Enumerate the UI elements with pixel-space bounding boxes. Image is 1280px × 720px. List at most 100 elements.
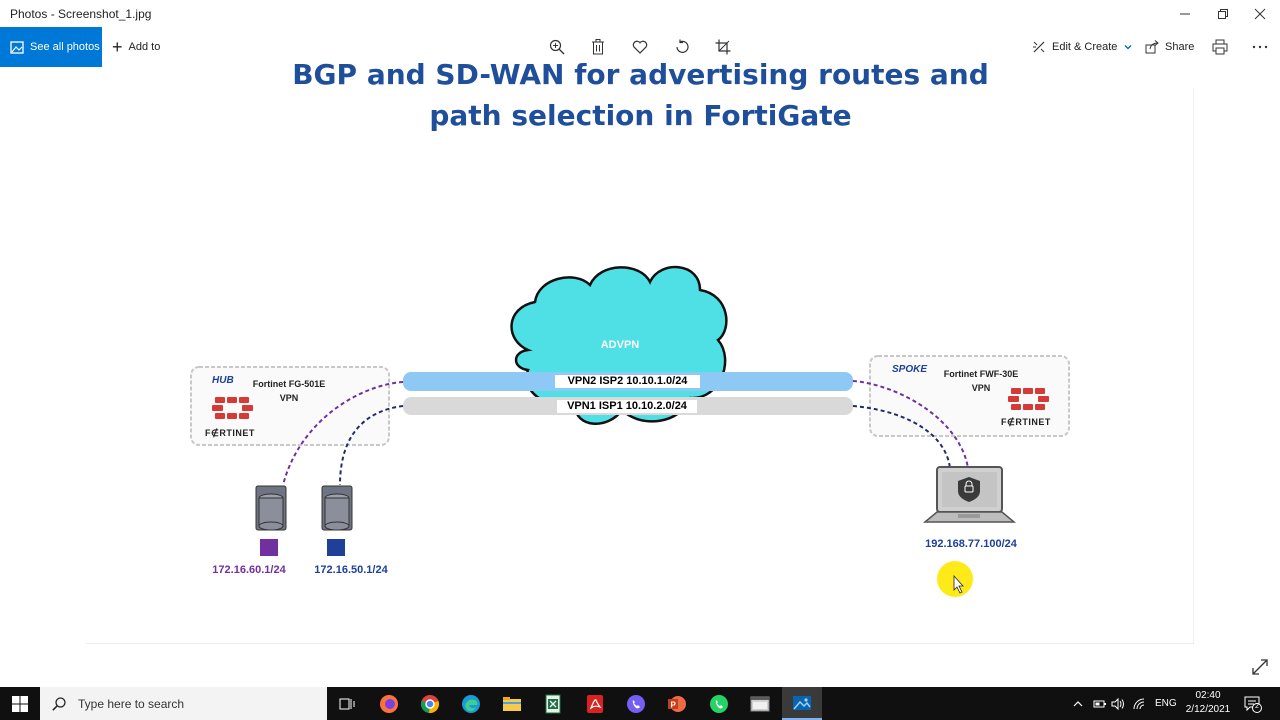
search-placeholder: Type here to search: [78, 696, 185, 711]
laptop-ip-label: 192.168.77.100/24: [925, 538, 1017, 550]
taskbar-whatsapp[interactable]: [699, 687, 739, 720]
zoom-in-button[interactable]: [547, 37, 567, 57]
spoke-to-vpn1-link: [852, 405, 951, 469]
action-center-button[interactable]: 2: [1244, 687, 1262, 720]
tunnel-vpn1-label: VPN1 ISP1 10.10.2.0/24: [557, 400, 697, 413]
spoke-to-vpn2-link: [852, 380, 969, 469]
whatsapp-icon: [710, 694, 728, 713]
subnet-purple-label: 172.16.60.1/24: [212, 564, 286, 576]
slide-title-line-1: BGP and SD-WAN for advertising routes an…: [292, 58, 989, 91]
share-button[interactable]: Share: [1145, 27, 1194, 67]
taskbar-edge[interactable]: [451, 687, 491, 720]
tray-chevron-button[interactable]: [1072, 687, 1084, 720]
svg-text:P: P: [671, 700, 677, 709]
share-label: Share: [1165, 41, 1195, 53]
firefox-icon: [380, 694, 398, 713]
more-options-button[interactable]: [1250, 37, 1270, 57]
excel-file-icon: [545, 694, 561, 713]
taskbar-clock[interactable]: 02:40 2/12/2021: [1180, 689, 1236, 717]
wifi-icon: [1133, 698, 1145, 709]
add-to-button[interactable]: + Add to: [112, 27, 160, 67]
clock-time: 02:40: [1195, 690, 1221, 701]
crop-icon: [715, 39, 731, 55]
start-button[interactable]: [0, 687, 40, 720]
edit-create-button[interactable]: Edit & Create: [1032, 27, 1139, 67]
photos-app-icon: [793, 695, 811, 710]
share-icon: [1145, 40, 1159, 54]
laptop-icon: [922, 466, 1017, 523]
taskbar-acrobat[interactable]: [575, 687, 615, 720]
powerpoint-icon: P: [668, 695, 686, 712]
hub-box: [190, 366, 390, 446]
chevron-down-icon: [1124, 45, 1132, 50]
hub-device-name: Fortinet FG-501E: [252, 379, 326, 389]
spoke-brand-label: F∉RTINET: [1001, 417, 1051, 427]
spoke-box: [869, 355, 1070, 437]
taskbar-firefox[interactable]: [369, 687, 409, 720]
see-all-photos-button[interactable]: See all photos: [0, 27, 102, 67]
server-icon-right: [321, 485, 353, 531]
crop-button[interactable]: [713, 37, 733, 57]
notification-icon: [1244, 696, 1262, 713]
taskbar-powerpoint[interactable]: P: [657, 687, 697, 720]
subnet-blue-marker: [327, 539, 345, 556]
taskbar-photos[interactable]: [782, 687, 822, 720]
slide-title-line-2: path selection in FortiGate: [429, 99, 852, 132]
taskbar-excel-file[interactable]: [533, 687, 573, 720]
close-icon: [1254, 8, 1266, 19]
rotate-icon: [676, 39, 689, 53]
viber-icon: [627, 694, 645, 713]
favorite-icon: [632, 40, 648, 54]
volume-icon: [1111, 697, 1124, 710]
favorite-button[interactable]: [630, 37, 650, 57]
plus-icon: +: [112, 37, 123, 57]
volume-button[interactable]: [1111, 687, 1125, 720]
spoke-fortinet-logo: [1008, 388, 1049, 410]
app-window-icon: [750, 696, 770, 711]
hub-to-vpn1-link: [339, 405, 404, 486]
battery-button[interactable]: [1093, 687, 1107, 720]
close-button[interactable]: [1240, 0, 1280, 27]
see-all-photos-label: See all photos: [30, 41, 100, 53]
language-label: ENG: [1155, 698, 1177, 709]
taskbar-search-box[interactable]: Type here to search: [40, 687, 327, 720]
add-to-label: Add to: [128, 41, 161, 53]
taskbar: Type here to search P: [0, 687, 1280, 720]
tunnel-vpn2-label: VPN2 ISP2 10.10.1.0/24: [555, 375, 700, 388]
language-indicator[interactable]: ENG: [1155, 687, 1177, 720]
taskbar-file-explorer[interactable]: [492, 687, 532, 720]
print-button[interactable]: [1210, 37, 1230, 57]
more-icon: [1252, 45, 1268, 49]
hub-brand-label: F∉RTINET: [205, 428, 255, 438]
edit-create-label: Edit & Create: [1052, 41, 1118, 53]
delete-button[interactable]: [588, 37, 608, 57]
taskbar-chrome[interactable]: [410, 687, 450, 720]
taskbar-viber[interactable]: [616, 687, 656, 720]
taskbar-app-window[interactable]: [740, 687, 780, 720]
edge-icon: [462, 694, 480, 713]
windows-logo-icon: [12, 695, 28, 712]
chrome-icon: [420, 694, 440, 713]
hub-fortinet-logo: [212, 397, 253, 419]
notification-count: 2: [1255, 703, 1259, 710]
maximize-button[interactable]: [1203, 0, 1243, 27]
hub-tag: HUB: [212, 375, 234, 386]
task-view-button[interactable]: [327, 687, 367, 720]
minimize-icon: [1180, 13, 1190, 14]
network-button[interactable]: [1133, 687, 1147, 720]
server-icon-left: [255, 485, 287, 531]
task-view-icon: [339, 698, 355, 709]
chevron-up-icon: [1073, 700, 1083, 706]
hub-vpn-label: VPN: [279, 393, 299, 403]
search-icon: [52, 696, 66, 711]
rotate-button[interactable]: [672, 37, 692, 57]
clock-date: 2/12/2021: [1185, 704, 1231, 715]
fullscreen-icon: [1252, 659, 1268, 675]
spoke-tag: SPOKE: [892, 364, 928, 375]
spoke-device-name: Fortinet FWF-30E: [943, 369, 1019, 379]
slide-title: BGP and SD-WAN for advertising routes an…: [0, 54, 1195, 136]
acrobat-icon: [587, 694, 603, 713]
minimize-button[interactable]: [1165, 0, 1205, 27]
